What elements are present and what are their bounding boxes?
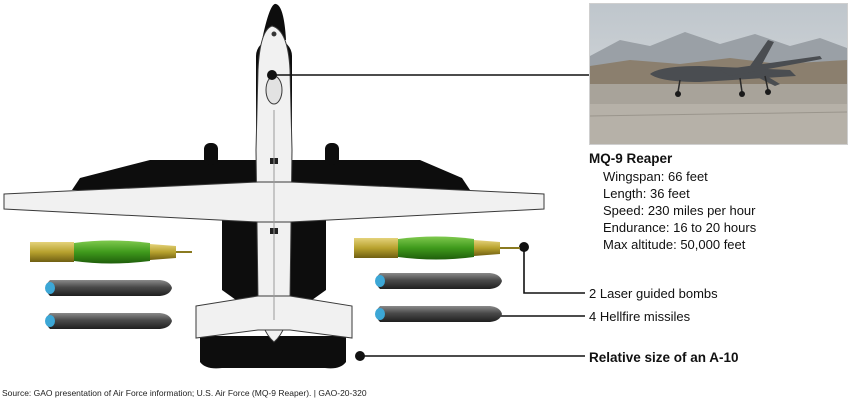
reaper-nose-dot <box>271 31 277 37</box>
spec-wingspan: Wingspan: 66 feet <box>603 169 708 184</box>
spec-list: Wingspan: 66 feet Length: 36 feet Speed:… <box>603 168 756 253</box>
leader-dot-bombs <box>519 242 529 252</box>
a10-engine-pod-left <box>204 143 218 165</box>
a10-engine-nacelle-left <box>222 205 258 302</box>
source-note: Source: GAO presentation of Air Force in… <box>2 388 367 398</box>
laser-guided-bomb-right <box>354 236 520 260</box>
bomb-body-icon <box>398 236 474 260</box>
hellfire-missile-1 <box>45 280 172 296</box>
bomb-fin-icon <box>354 238 398 258</box>
leader-line-bombs <box>523 247 585 294</box>
spec-length: Length: 36 feet <box>603 186 690 201</box>
mq9-reaper-photo <box>589 3 848 145</box>
aircraft-name: MQ-9 Reaper <box>589 151 673 166</box>
callout-bombs: 2 Laser guided bombs <box>589 286 718 301</box>
spec-max-altitude: Max altitude: 50,000 feet <box>603 237 746 252</box>
bomb-fin-icon <box>30 242 74 262</box>
callout-missiles: 4 Hellfire missiles <box>589 309 691 324</box>
a10-engine-pod-right <box>325 143 339 165</box>
bomb-seeker-icon <box>150 244 176 260</box>
leader-dot-a10 <box>355 351 365 361</box>
mq9-reaper-top-view-icon <box>3 25 545 343</box>
missile-tip-icon <box>375 308 385 320</box>
hellfire-missile-2 <box>45 313 172 329</box>
a10-engine-nacelle-right <box>290 205 326 302</box>
spec-endurance: Endurance: 16 to 20 hours <box>603 220 757 235</box>
missile-tip-icon <box>375 275 385 287</box>
laser-guided-bomb-left <box>30 240 192 264</box>
reaper-sensor-ball <box>265 75 283 105</box>
leader-lines <box>272 74 589 357</box>
spec-speed: Speed: 230 miles per hour <box>603 203 756 218</box>
hellfire-missile-4 <box>375 306 502 322</box>
leader-dot-reaper <box>267 70 277 80</box>
hellfire-missile-3 <box>375 273 502 289</box>
callout-a10: Relative size of an A-10 <box>589 350 739 365</box>
missile-tip-icon <box>45 315 55 327</box>
bomb-body-icon <box>74 240 150 264</box>
a10-tail <box>200 336 346 369</box>
missile-tip-icon <box>45 282 55 294</box>
bomb-seeker-icon <box>474 240 500 256</box>
